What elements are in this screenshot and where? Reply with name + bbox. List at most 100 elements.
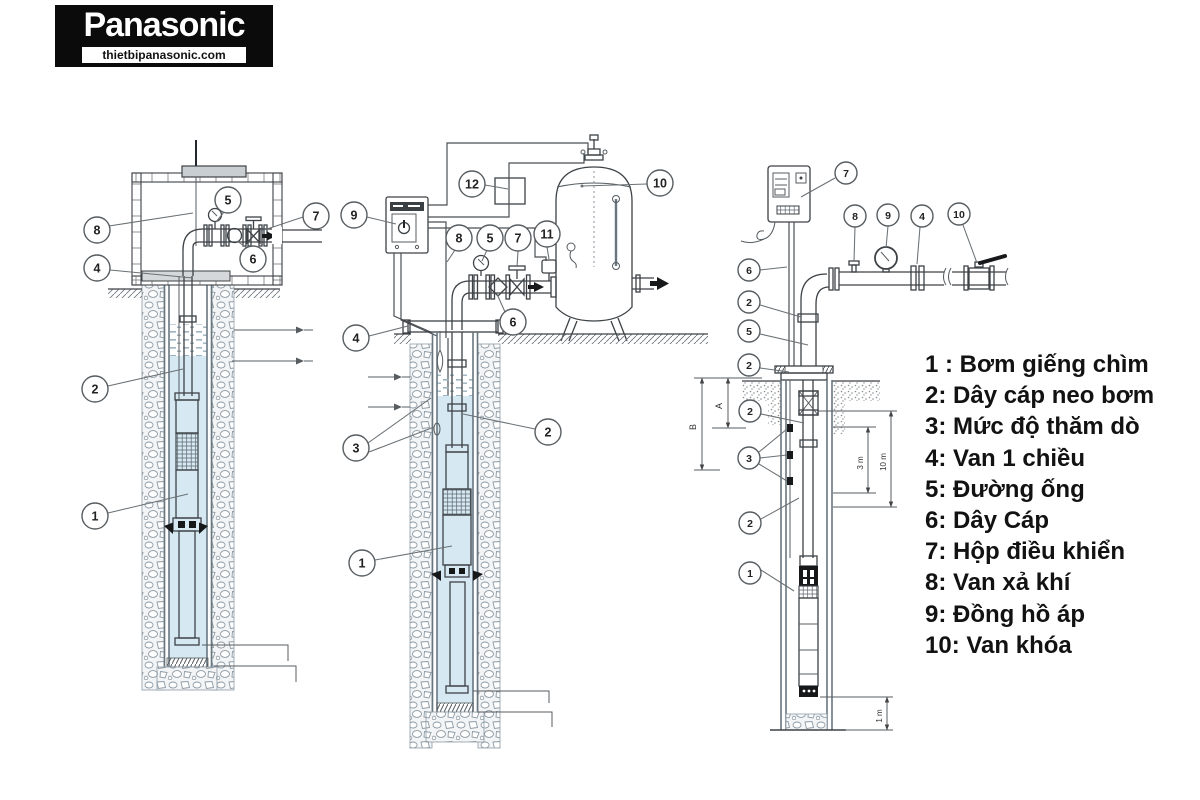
callout-number: 10 [653,177,667,191]
leader-line [496,293,506,313]
callout-number: 7 [515,232,522,246]
leader-line [366,216,397,225]
well-shaft [141,284,235,691]
leader-line [759,454,788,459]
level-probe [787,424,793,432]
callout-2 [737,353,761,377]
callout-7 [302,202,330,230]
well-strainer [166,657,209,668]
callout-number: 7 [843,168,849,180]
valve-handle [978,254,1007,265]
legend-item: 1 : Bơm giếng chìm [925,351,1149,378]
leader-line [516,250,519,268]
callout-number: 3 [746,453,752,465]
submersible-pump [798,555,819,697]
callout-number: 2 [545,426,552,440]
callout-number: 1 [359,557,366,571]
leader-line [260,216,304,232]
callout-number: 2 [746,297,752,309]
level-probe [787,477,793,485]
depth-reference-lines [473,690,553,727]
callout-6 [239,245,267,273]
drain-hook [566,242,576,252]
depth-reference-lines [202,644,297,682]
callout-11 [533,220,561,248]
pipe-coupling [797,313,819,323]
leader-line [109,269,194,279]
callout-number: 9 [351,209,358,223]
callout-5 [476,224,504,252]
leader-line [760,497,800,520]
leader-line [800,177,836,198]
dimension-label: A [714,403,724,409]
pressure-switch [541,259,557,281]
callout-9 [876,203,900,227]
leader-line [962,224,978,264]
leader-line [108,212,194,227]
callout-6 [499,308,527,336]
bottom-gravel [425,711,485,743]
pressure-gauge [472,254,490,276]
leader-line [759,266,788,271]
website-label: thietbipanasonic.com [80,45,248,65]
callout-number: 5 [225,194,232,208]
well-strainer [436,702,474,713]
pit-cover-slab [181,165,247,178]
riser-piping [788,222,1009,366]
leader-line [368,325,409,337]
leader-line [368,426,435,453]
dimension-label: 1 m [875,709,884,723]
leader-line [367,397,432,444]
callout-1 [738,561,762,585]
callout-7 [834,161,858,185]
bottom-gravel [785,713,828,731]
submersible-pump [164,276,208,646]
leader-line [215,211,225,223]
well-shaft [409,332,501,749]
check-valve [226,227,243,244]
check-valve [488,277,508,297]
callout-5 [737,319,761,343]
callout-number: 6 [510,316,517,330]
legend-item: 2: Dây cáp neo bơm [925,382,1155,410]
leader-line [546,246,550,260]
leader-line [107,493,189,514]
callout-4 [342,324,370,352]
callout-number: 4 [94,262,101,276]
well-seal-plate [141,270,231,282]
ground-surface [108,288,280,298]
union-fitting [910,265,925,291]
leader-line [885,225,889,249]
leader-line [446,249,456,263]
legend-item: 3: Mức độ thăm dò [925,413,1140,441]
leader-line [581,183,648,187]
callout-8 [843,204,867,228]
flow-arrow [534,282,544,292]
rope-weight [436,348,444,374]
gate-valve [245,216,262,245]
leader-line [374,545,453,561]
leader-line [759,367,790,373]
level-probe [787,451,793,459]
callout-leader-lines [107,177,978,592]
callout-8 [445,224,473,252]
submersible-pump [431,331,483,694]
callout-4 [910,204,934,228]
shutoff-valve [963,254,1007,291]
callout-number: 7 [313,210,320,224]
pipe-coupling [799,439,818,448]
power-cable [756,221,776,240]
callout-number: 9 [885,210,891,222]
air-release-valve [848,260,860,273]
callout-7 [504,224,532,252]
brand-wordmark: Panasonic [83,6,245,44]
callout-number: 5 [746,326,752,338]
dimension-lines [694,377,897,731]
callout-6 [737,258,761,282]
dimension-label: 3 m [856,456,865,470]
callout-1 [81,502,109,530]
callout-number: 3 [353,442,360,456]
callout-number: 6 [250,253,257,267]
